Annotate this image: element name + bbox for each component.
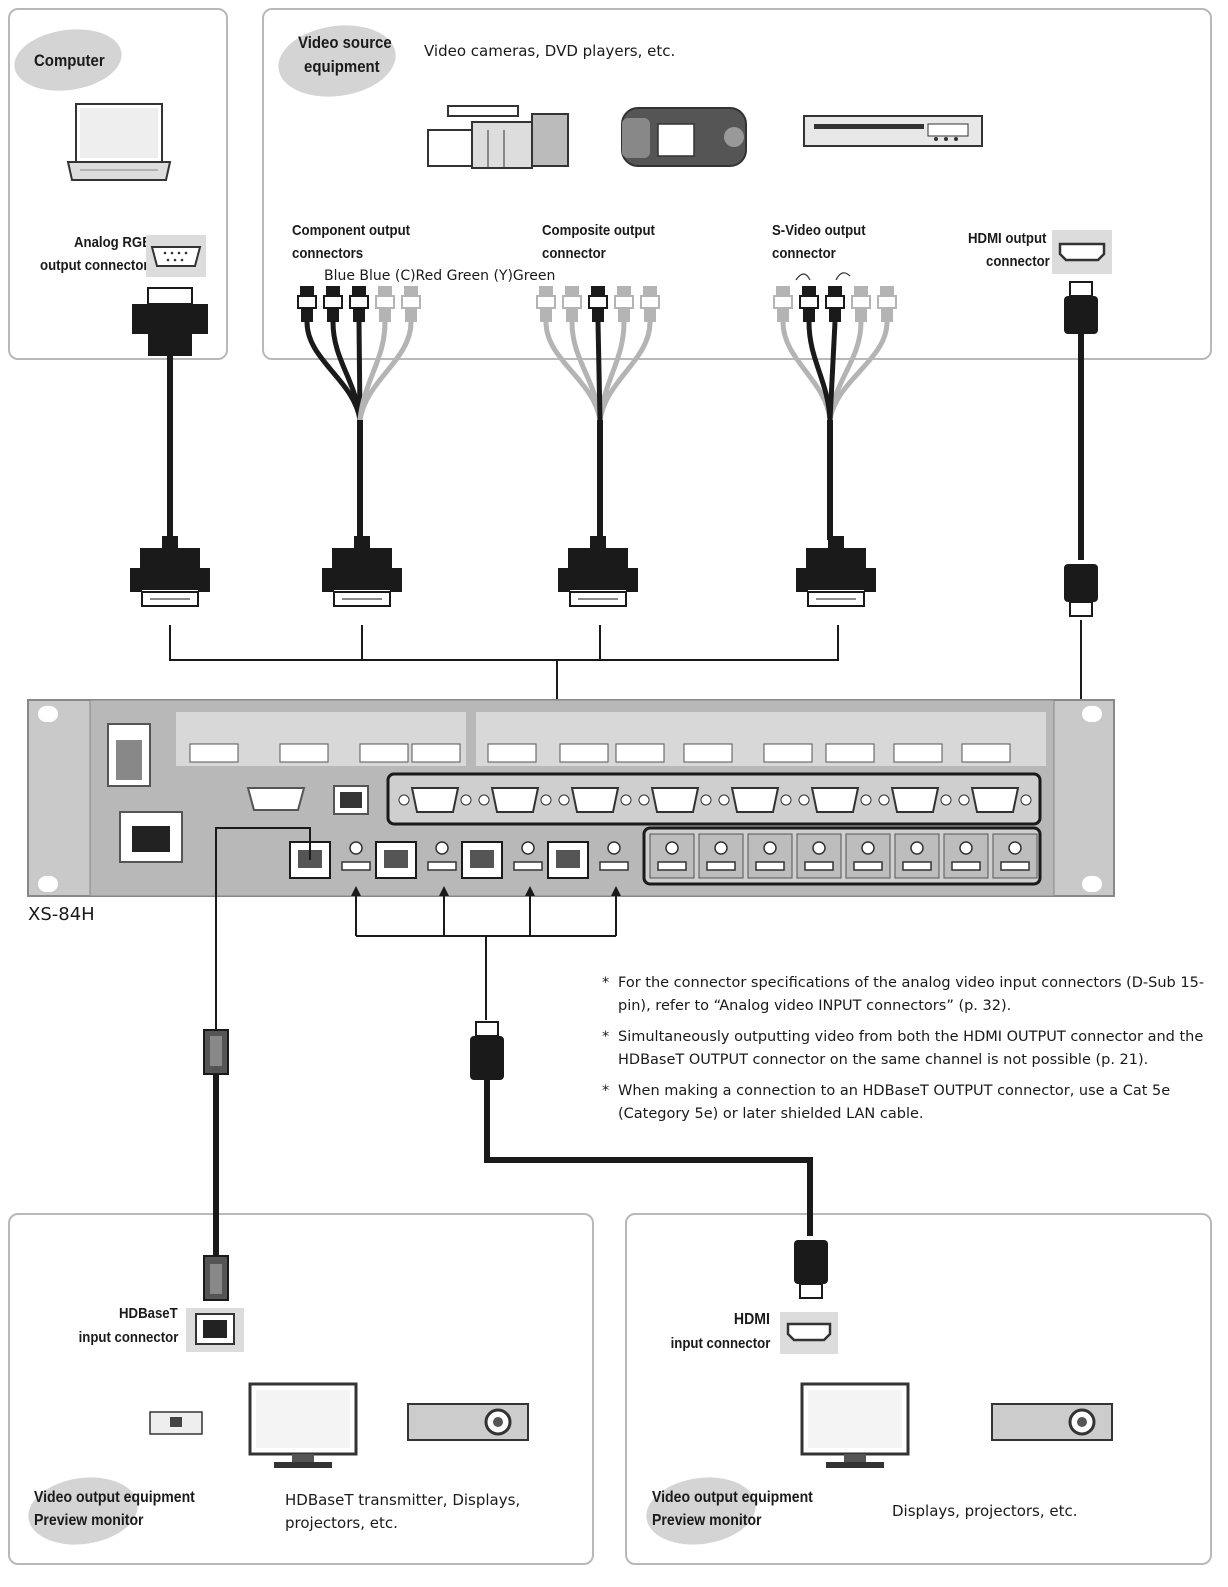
- vga-port-icon: [146, 235, 206, 277]
- note-3: * When making a connection to an HDBaseT …: [602, 1080, 1228, 1126]
- note-marker: *: [602, 1029, 610, 1045]
- projector-icon: [407, 1403, 529, 1441]
- component-label-2: connectors: [292, 245, 364, 262]
- analog-video-input-group: [386, 772, 1042, 826]
- camcorder-icon: [621, 107, 747, 167]
- video-source-title-1: Video source: [298, 33, 392, 52]
- hdbaset-output-port: [547, 841, 589, 879]
- output-right-description: Displays, projectors, etc.: [892, 1502, 1078, 1520]
- output-left-title-2: Preview monitor: [34, 1512, 144, 1529]
- hdmi-input-port: [698, 833, 744, 879]
- video-source-description: Video cameras, DVD players, etc.: [424, 42, 676, 60]
- hdmi-source-cable: [1064, 281, 1098, 617]
- hdbaset-output-port: [375, 841, 417, 879]
- hdbaset-output-port: [461, 841, 503, 879]
- lan-port-icon: [186, 1308, 244, 1352]
- note-1-text: For the connector specifications of the …: [618, 975, 1205, 1014]
- hdmi-input-label-1: HDMI: [734, 1311, 770, 1328]
- note-3-text: When making a connection to an HDBaseT O…: [618, 1083, 1171, 1122]
- rgb-cable: [129, 287, 211, 607]
- laptop-icon: [66, 103, 172, 181]
- projector-icon: [991, 1403, 1113, 1441]
- output-right-title-1: Video output equipment: [652, 1489, 813, 1506]
- hdmi-input-port: [796, 833, 842, 879]
- hdmi-output-label-1: HDMI output: [968, 230, 1047, 247]
- hdmi-port-icon: [780, 1312, 838, 1354]
- composite-cable: [536, 285, 660, 607]
- hdmi-input-port: [992, 833, 1038, 879]
- hdbaset-input-label-1: HDBaseT: [119, 1305, 178, 1322]
- note-1: * For the connector specifications of the…: [602, 972, 1228, 1018]
- note-2: * Simultaneously outputting video from bo…: [602, 1026, 1228, 1072]
- analog-input-port: [718, 787, 792, 813]
- output-left-description-2: projectors, etc.: [285, 1514, 398, 1532]
- hdbaset-transmitter-icon: [149, 1411, 203, 1435]
- hdmi-output-label-2: connector: [986, 253, 1050, 270]
- hdmi-output-port: [599, 841, 629, 871]
- hdmi-input-port: [649, 833, 695, 879]
- video-camera-icon: [427, 105, 569, 169]
- hdmi-input-port: [894, 833, 940, 879]
- analog-rgb-label-2: output connector: [40, 257, 149, 274]
- component-cable: [297, 285, 421, 607]
- output-left-description-1: HDBaseT transmitter, Displays,: [285, 1491, 521, 1509]
- analog-rgb-label-1: Analog RGB: [74, 234, 152, 251]
- analog-input-port: [958, 787, 1032, 813]
- hdmi-port-icon: [1052, 230, 1112, 274]
- svideo-cable: [773, 272, 897, 607]
- component-colors-label: Blue Blue (C)Red Green (Y)Green: [324, 268, 556, 284]
- computer-title: Computer: [34, 51, 105, 70]
- dvd-player-icon: [803, 115, 983, 147]
- output-right-title-2: Preview monitor: [652, 1512, 762, 1529]
- svideo-label-1: S-Video output: [772, 222, 866, 239]
- lan-cable: [203, 827, 311, 1301]
- hdbaset-input-label-2: input connector: [78, 1329, 178, 1346]
- hdmi-output-port: [513, 841, 543, 871]
- hdmi-input-port: [845, 833, 891, 879]
- output-routing: [351, 886, 621, 1020]
- hdmi-output-port: [341, 841, 371, 871]
- video-source-title-2: equipment: [304, 57, 380, 76]
- output-ports: [289, 841, 629, 879]
- device-model-label: XS-84H: [28, 904, 95, 925]
- analog-input-port: [558, 787, 632, 813]
- analog-input-port: [398, 787, 472, 813]
- hdmi-output-cable: [470, 1021, 828, 1299]
- hdmi-input-port: [747, 833, 793, 879]
- analog-input-port: [798, 787, 872, 813]
- analog-input-port: [878, 787, 952, 813]
- hdmi-input-group: [642, 826, 1042, 886]
- composite-label-1: Composite output: [542, 222, 655, 239]
- analog-input-port: [478, 787, 552, 813]
- hdmi-input-port: [943, 833, 989, 879]
- note-marker: *: [602, 975, 610, 991]
- hdmi-output-port: [427, 841, 457, 871]
- monitor-icon: [248, 1382, 358, 1468]
- composite-label-2: connector: [542, 245, 606, 262]
- note-marker: *: [602, 1083, 610, 1099]
- svideo-label-2: connector: [772, 245, 836, 262]
- analog-input-port: [638, 787, 712, 813]
- monitor-icon: [800, 1382, 910, 1468]
- note-2-text: Simultaneously outputting video from bot…: [618, 1029, 1204, 1068]
- output-left-title-1: Video output equipment: [34, 1489, 195, 1506]
- component-label-1: Component output: [292, 222, 411, 239]
- hdmi-input-label-2: input connector: [670, 1335, 770, 1352]
